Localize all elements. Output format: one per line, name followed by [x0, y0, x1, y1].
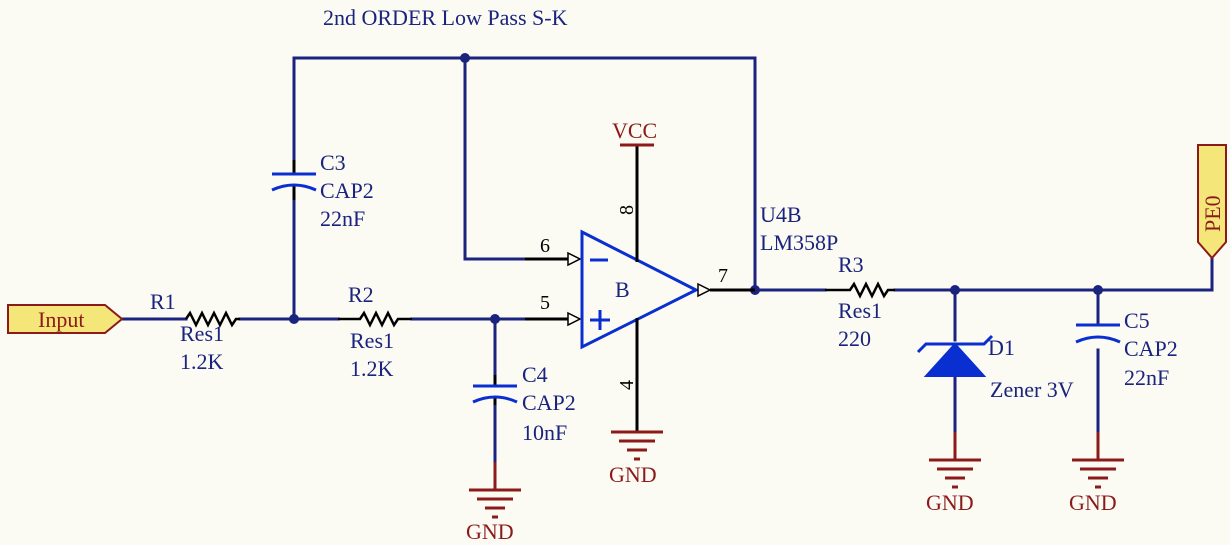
gnd-symbol-opamp: GND — [609, 430, 665, 487]
gnd-label-c5: GND — [1069, 490, 1117, 515]
output-port-label: PE0 — [1200, 195, 1225, 232]
vcc-label: VCC — [612, 118, 657, 143]
gnd-label-d1: GND — [926, 490, 974, 515]
d1-type: Zener 3V — [990, 377, 1074, 402]
opamp-designator: U4B — [760, 202, 802, 227]
c4-type: CAP2 — [522, 390, 576, 415]
input-port-label: Input — [38, 307, 84, 332]
c4-designator: C4 — [522, 362, 548, 387]
resistor-r1: R1 Res1 1.2K — [150, 289, 240, 374]
r3-value: 220 — [838, 326, 871, 351]
junctions — [289, 53, 1103, 324]
gnd-label-opamp: GND — [609, 462, 657, 487]
opamp-part: LM358P — [760, 230, 838, 255]
c3-value: 22nF — [320, 206, 365, 231]
schematic-title: 2nd ORDER Low Pass S-K — [323, 5, 568, 30]
c3-designator: C3 — [320, 150, 346, 175]
r2-type: Res1 — [350, 328, 394, 353]
pin-vcc: 8 — [616, 205, 638, 215]
r1-type: Res1 — [180, 321, 224, 346]
pin-output: 7 — [718, 265, 728, 287]
output-port-pe0: PE0 — [1197, 144, 1227, 260]
r2-value: 1.2K — [350, 356, 394, 381]
r3-designator: R3 — [838, 252, 864, 277]
input-port: Input — [7, 304, 124, 334]
pin-inverting: 6 — [540, 235, 550, 257]
gnd-symbol-c5: GND — [1069, 432, 1126, 515]
r2-designator: R2 — [348, 282, 374, 307]
capacitor-c4: C4 CAP2 10nF — [472, 362, 576, 445]
resistor-r3: R3 Res1 220 — [825, 252, 895, 351]
gnd-symbol-d1: GND — [926, 432, 983, 515]
c3-type: CAP2 — [320, 178, 374, 203]
c4-value: 10nF — [522, 420, 567, 445]
pin-noninverting: 5 — [540, 292, 550, 314]
r1-value: 1.2K — [180, 349, 224, 374]
c5-designator: C5 — [1124, 308, 1150, 333]
pin-gnd: 4 — [616, 380, 638, 390]
opamp-unit: B — [615, 277, 630, 302]
r1-designator: R1 — [150, 289, 176, 314]
vcc-symbol: VCC — [612, 118, 657, 147]
resistor-r2: R2 Res1 1.2K — [338, 282, 412, 381]
gnd-label-c4: GND — [466, 519, 514, 544]
d1-designator: D1 — [988, 335, 1015, 360]
c5-value: 22nF — [1124, 365, 1169, 390]
capacitor-c3: C3 CAP2 22nF — [271, 150, 374, 231]
gnd-symbol-c4: GND — [466, 462, 523, 544]
r3-type: Res1 — [838, 298, 882, 323]
opamp-u4b: B 6 5 7 8 4 U4B LM358P — [525, 145, 838, 432]
capacitor-c5: C5 CAP2 22nF — [1075, 308, 1178, 390]
zener-diode-d1: D1 Zener 3V — [916, 334, 1074, 402]
c5-type: CAP2 — [1124, 336, 1178, 361]
